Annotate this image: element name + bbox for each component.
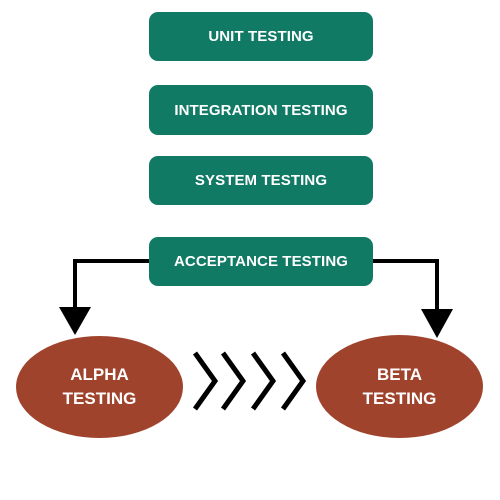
unit-testing-box: UNIT TESTING bbox=[149, 12, 373, 61]
left-arrowhead-icon bbox=[59, 307, 91, 335]
chevron-right-icon bbox=[250, 351, 277, 411]
chevron-right-icon bbox=[280, 351, 307, 411]
system-testing-box: SYSTEM TESTING bbox=[149, 156, 373, 205]
integration-testing-box: INTEGRATION TESTING bbox=[149, 85, 373, 135]
chevron-right-icon bbox=[220, 351, 247, 411]
beta-testing-label: BETA TESTING bbox=[362, 364, 437, 408]
right-elbow-connector bbox=[373, 259, 439, 310]
beta-testing-node: BETA TESTING bbox=[316, 335, 483, 438]
system-testing-label: SYSTEM TESTING bbox=[194, 172, 328, 189]
left-elbow-connector bbox=[73, 259, 149, 308]
acceptance-testing-box: ACCEPTANCE TESTING bbox=[149, 237, 373, 286]
alpha-testing-node: ALPHA TESTING bbox=[16, 336, 183, 438]
chevron-connector bbox=[192, 351, 307, 411]
right-arrowhead-icon bbox=[421, 309, 453, 338]
alpha-testing-label: ALPHA TESTING bbox=[62, 365, 137, 408]
chevron-right-icon bbox=[192, 351, 219, 411]
acceptance-testing-label: ACCEPTANCE TESTING bbox=[173, 253, 349, 270]
integration-testing-label: INTEGRATION TESTING bbox=[174, 101, 348, 119]
unit-testing-label: UNIT TESTING bbox=[208, 28, 314, 45]
